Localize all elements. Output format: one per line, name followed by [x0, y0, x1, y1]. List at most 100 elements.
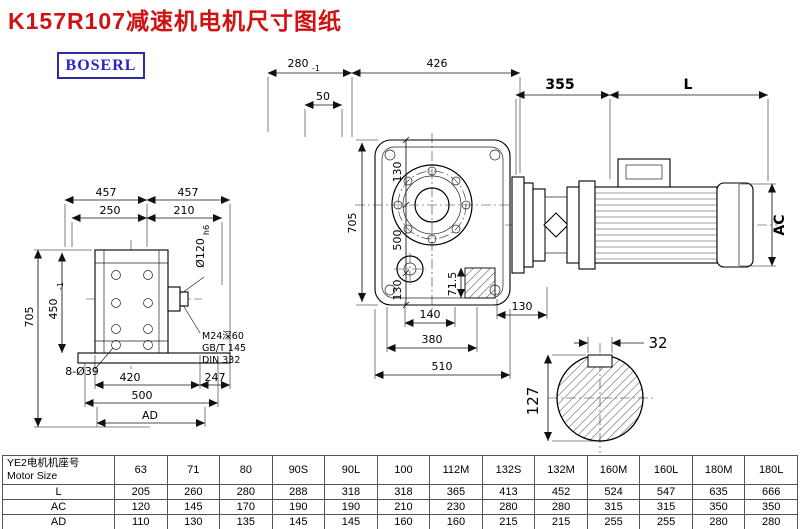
- front-view: 280 -1 426 50 705 130 500 130 71.5 140 1…: [267, 57, 548, 379]
- dim-motor-355: 355: [545, 77, 574, 93]
- table-size-header: 132M: [534, 455, 588, 485]
- table-size-header: 112M: [429, 455, 483, 485]
- table-size-header: 100: [376, 455, 431, 485]
- table-cell: 280: [691, 514, 746, 529]
- table-cell: 210: [376, 499, 431, 515]
- dim-side-420: 420: [120, 371, 141, 384]
- table-size-header: 160M: [586, 455, 641, 485]
- table-size-header: 160L: [639, 455, 693, 485]
- note-tap-size: M24深60: [202, 331, 244, 342]
- technical-drawing: 457 457 250 210 705 450 -1 8-Ø39 420 247…: [23, 57, 788, 453]
- dim-side-500: 500: [132, 389, 153, 402]
- table-size-header: 180L: [744, 455, 798, 485]
- dim-motor-L: L: [684, 77, 693, 93]
- table-cell: 280: [534, 499, 588, 515]
- table-cell: 160: [429, 514, 483, 529]
- table-cell: 160: [376, 514, 431, 529]
- table-cell: 135: [219, 514, 273, 529]
- table-cell: 318: [324, 484, 378, 500]
- dim-side-250: 250: [100, 204, 121, 217]
- table-cell: 280: [219, 484, 273, 500]
- dim-front-130-bottom: 130: [391, 280, 404, 301]
- dim-side-width-right: 457: [178, 186, 199, 199]
- table-cell: 315: [639, 499, 693, 515]
- dim-front-380: 380: [422, 333, 443, 346]
- dim-front-500: 500: [391, 230, 404, 251]
- dim-shaft-diameter: Ø120: [194, 238, 207, 268]
- page-title: K157R107减速机电机尺寸图纸: [8, 8, 342, 34]
- dim-shaft-fit: h6: [202, 225, 211, 235]
- table-cell: 280: [744, 514, 798, 529]
- dim-front-426: 426: [427, 57, 448, 70]
- table-cell: 145: [271, 514, 326, 529]
- table-cell: 260: [166, 484, 221, 500]
- table-cell: 666: [744, 484, 798, 500]
- table-row-label: AC: [2, 499, 115, 515]
- table-cell: 145: [166, 499, 221, 515]
- dim-front-130-right: 130: [512, 300, 533, 313]
- dim-side-ad: AD: [142, 409, 158, 422]
- table-cell: 350: [691, 499, 746, 515]
- table-size-header: 63: [114, 455, 168, 485]
- dim-front-280-tol: -1: [312, 64, 320, 73]
- table-cell: 130: [166, 514, 221, 529]
- table-cell: 635: [691, 484, 746, 500]
- dim-front-280: 280: [288, 57, 309, 70]
- table-cell: 547: [639, 484, 693, 500]
- table-cell: 365: [429, 484, 483, 500]
- shaft-end-view: 32 127: [524, 334, 668, 453]
- table-row-label: L: [2, 484, 115, 500]
- table-cell: 255: [586, 514, 641, 529]
- dim-side-247: 247: [205, 371, 226, 384]
- dim-side-height-450-tol: -1: [56, 282, 65, 290]
- table-cell: 315: [586, 499, 641, 515]
- table-size-header: 90S: [271, 455, 326, 485]
- dim-front-510: 510: [432, 360, 453, 373]
- dim-side-210: 210: [174, 204, 195, 217]
- table-size-header: 80: [219, 455, 273, 485]
- table-cell: 413: [481, 484, 536, 500]
- dim-front-50: 50: [316, 90, 330, 103]
- table-cell: 215: [481, 514, 536, 529]
- table-cell: 205: [114, 484, 168, 500]
- table-size-header: 180M: [691, 455, 746, 485]
- table-cell: 318: [376, 484, 431, 500]
- dim-side-width-left: 457: [96, 186, 117, 199]
- dim-side-holes: 8-Ø39: [65, 365, 99, 378]
- dim-key-width-32: 32: [648, 334, 667, 352]
- dim-shaft-dia-127: 127: [524, 387, 542, 416]
- table-cell: 280: [481, 499, 536, 515]
- table-cell: 110: [114, 514, 168, 529]
- table-size-header: 71: [166, 455, 221, 485]
- table-cell: 350: [744, 499, 798, 515]
- dim-front-130-top: 130: [391, 162, 404, 183]
- table-cell: 190: [324, 499, 378, 515]
- table-cell: 120: [114, 499, 168, 515]
- table-cell: 524: [586, 484, 641, 500]
- table-cell: 452: [534, 484, 588, 500]
- side-view: 457 457 250 210 705 450 -1 8-Ø39 420 247…: [23, 186, 246, 428]
- table-cell: 255: [639, 514, 693, 529]
- motor-side-view: 355 L AC: [505, 77, 788, 274]
- dim-front-140: 140: [420, 308, 441, 321]
- brand-logo: BOSERL: [57, 52, 145, 79]
- table-cell: 215: [534, 514, 588, 529]
- table-cell: 145: [324, 514, 378, 529]
- note-tap-standard: GB/T 145: [202, 343, 246, 354]
- dim-side-height-450: 450: [47, 299, 60, 320]
- table-cell: 230: [429, 499, 483, 515]
- table-cell: 288: [271, 484, 326, 500]
- table-size-header: 132S: [481, 455, 536, 485]
- table-cell: 170: [219, 499, 273, 515]
- dim-motor-AC: AC: [772, 214, 788, 235]
- dim-side-height-705: 705: [23, 307, 36, 328]
- table-size-header: 90L: [324, 455, 378, 485]
- dim-front-705: 705: [346, 213, 359, 234]
- table-row-label: AD: [2, 514, 115, 529]
